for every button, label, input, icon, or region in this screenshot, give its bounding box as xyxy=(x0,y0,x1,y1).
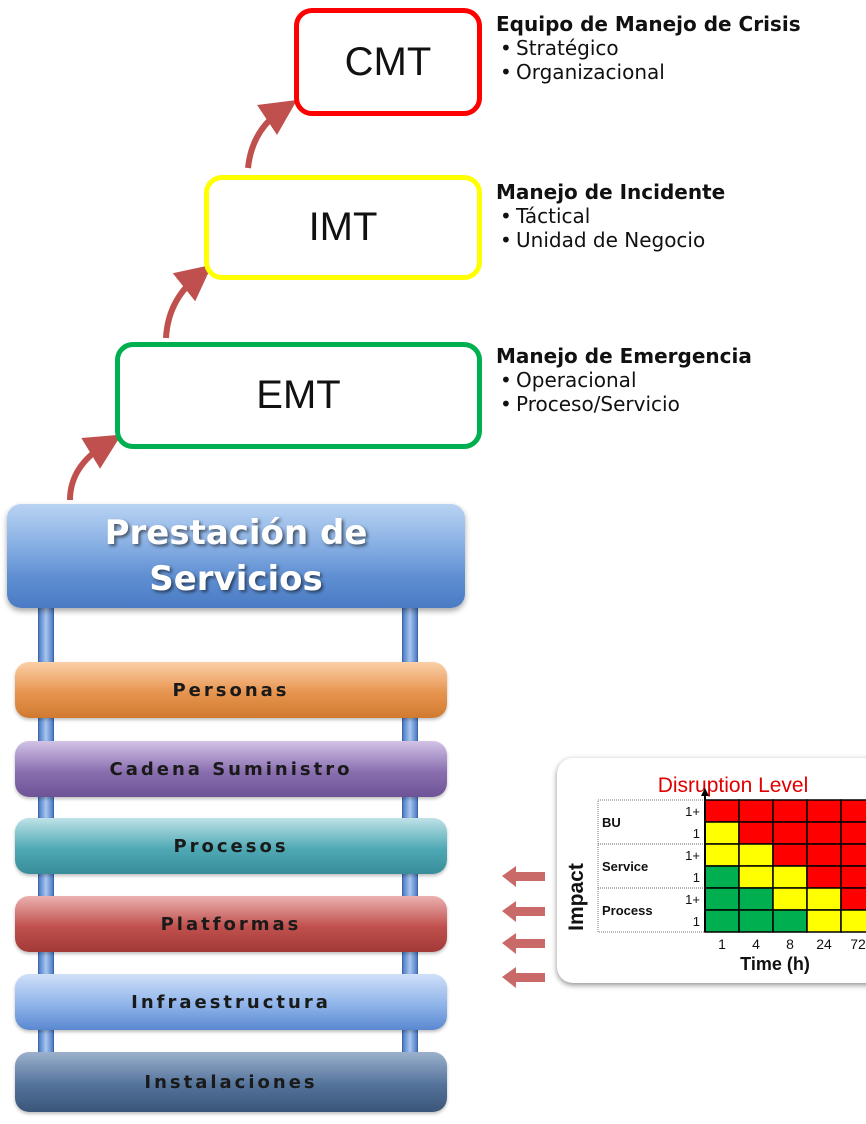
matrix-cell xyxy=(704,821,740,845)
matrix-cell xyxy=(738,909,774,933)
cmt-box: CMT xyxy=(294,8,482,116)
left-arrow-icon xyxy=(502,967,545,988)
cmt-label: CMT xyxy=(344,39,432,84)
matrix-cell xyxy=(840,843,866,867)
layer-infraestructura: Infraestructura xyxy=(15,974,447,1030)
cmt-description: Equipo de Manejo de Crisis Stratégico Or… xyxy=(496,12,801,84)
matrix-cell xyxy=(806,799,842,823)
matrix-cell xyxy=(772,909,808,933)
emt-box: EMT xyxy=(115,342,482,449)
arrow-imt-to-cmt xyxy=(245,100,297,169)
arrow-service-to-emt xyxy=(67,434,122,501)
matrix-cell xyxy=(704,887,740,911)
matrix-sub-label: 1+ xyxy=(685,804,700,819)
matrix-cell xyxy=(806,821,842,845)
matrix-cell xyxy=(772,799,808,823)
imt-title: Manejo de Incidente xyxy=(496,180,726,204)
imt-bullet: Unidad de Negocio xyxy=(496,228,725,252)
matrix-sub-label: 1+ xyxy=(685,848,700,863)
matrix-cell xyxy=(772,865,808,889)
matrix-cell xyxy=(840,909,866,933)
service-delivery-line1: Prestación de xyxy=(104,513,368,553)
layer-platformas: Platformas xyxy=(15,896,447,952)
matrix-x-axis-label: Time (h) xyxy=(740,954,810,974)
layer-label: Cadena Suministro xyxy=(109,758,353,780)
imt-bullet: Táctical xyxy=(496,204,725,228)
imt-label: IMT xyxy=(308,205,378,249)
matrix-cell xyxy=(738,865,774,889)
layer-label: Platformas xyxy=(160,913,302,935)
matrix-time-tick: 1 xyxy=(718,936,726,952)
matrix-cell xyxy=(772,887,808,911)
disruption-matrix: Disruption Level Impact Time (h) BU1+1Se… xyxy=(565,774,866,974)
matrix-time-tick: 4 xyxy=(752,936,760,952)
layer-label: Infraestructura xyxy=(131,991,331,1013)
matrix-cell xyxy=(738,887,774,911)
imt-description: Manejo de Incidente Táctical Unidad de N… xyxy=(496,180,725,252)
matrix-time-tick: 24 xyxy=(816,936,832,952)
matrix-cell xyxy=(772,821,808,845)
service-delivery-line2: Servicios xyxy=(149,559,323,599)
matrix-cell xyxy=(738,799,774,823)
matrix-sub-label: 1 xyxy=(693,826,700,841)
matrix-cell xyxy=(840,865,866,889)
emt-bullet: Operacional xyxy=(496,368,752,392)
service-delivery-label: Prestación de Servicios xyxy=(105,510,368,602)
emt-description: Manejo de Emergencia Operacional Proceso… xyxy=(496,344,752,416)
matrix-cell xyxy=(840,821,866,845)
cmt-title: Equipo de Manejo de Crisis xyxy=(496,12,801,36)
layer-label: Procesos xyxy=(173,835,289,857)
matrix-cell xyxy=(704,865,740,889)
matrix-group-label: Service xyxy=(602,859,648,874)
matrix-cell xyxy=(704,799,740,823)
matrix-time-tick: 8 xyxy=(786,936,794,952)
service-delivery-box: Prestación de Servicios xyxy=(7,504,465,608)
matrix-cell xyxy=(840,799,866,823)
matrix-cell xyxy=(704,843,740,867)
matrix-cell xyxy=(806,843,842,867)
matrix-sub-label: 1 xyxy=(693,914,700,929)
cmt-bullet: Organizacional xyxy=(496,60,801,84)
emt-bullet: Proceso/Servicio xyxy=(496,392,752,416)
imt-box: IMT xyxy=(204,175,482,280)
cmt-bullet: Stratégico xyxy=(496,36,801,60)
emt-label: EMT xyxy=(256,373,341,417)
left-arrow-icon xyxy=(502,866,545,887)
layer-instalaciones: Instalaciones xyxy=(15,1052,447,1112)
matrix-row-frame xyxy=(597,799,706,933)
matrix-sub-label: 1+ xyxy=(685,892,700,907)
layer-cadena-suministro: Cadena Suministro xyxy=(15,741,447,797)
matrix-time-tick: 72 xyxy=(850,936,866,952)
layer-personas: Personas xyxy=(15,662,447,718)
matrix-cell xyxy=(806,887,842,911)
matrix-cell xyxy=(806,865,842,889)
matrix-cell xyxy=(840,887,866,911)
layer-label: Personas xyxy=(172,679,290,701)
left-arrow-icon xyxy=(502,933,545,954)
matrix-title: Disruption Level xyxy=(658,774,809,797)
left-arrow-icon xyxy=(502,901,545,922)
matrix-y-axis-label: Impact xyxy=(565,863,588,931)
matrix-cell xyxy=(772,843,808,867)
layer-procesos: Procesos xyxy=(15,818,447,874)
matrix-cell xyxy=(738,843,774,867)
matrix-group-label: BU xyxy=(602,815,621,830)
arrow-emt-to-imt xyxy=(163,264,213,339)
matrix-cell xyxy=(704,909,740,933)
matrix-y-axis-arrowhead xyxy=(701,788,709,796)
emt-title: Manejo de Emergencia xyxy=(496,344,752,368)
matrix-cell xyxy=(806,909,842,933)
layer-label: Instalaciones xyxy=(144,1071,318,1093)
matrix-group-label: Process xyxy=(602,903,653,918)
matrix-sub-label: 1 xyxy=(693,870,700,885)
matrix-cell xyxy=(738,821,774,845)
